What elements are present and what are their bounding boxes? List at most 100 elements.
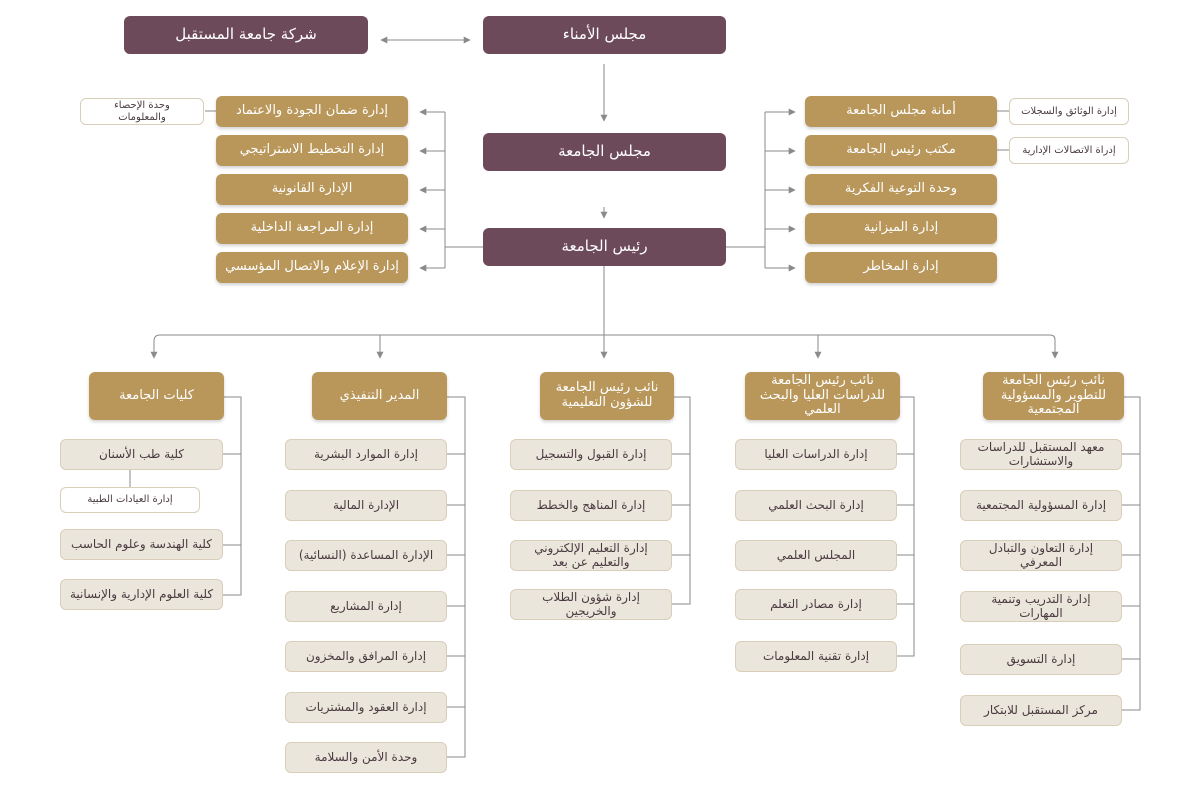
development-item-label: إدارة التعاون والتبادل المعرفي [988, 540, 1094, 569]
college-note-clinics[interactable]: إدارة العيادات الطبية [60, 487, 200, 513]
college-item-label: كلية طب الأسنان [98, 446, 185, 461]
right-note-label: إدارة الوثائق والسجلات [1021, 105, 1117, 117]
right-unit-3[interactable]: إدارة الميزانية [805, 213, 997, 244]
company-box[interactable]: شركة جامعة المستقبل [124, 16, 368, 54]
research-item-label: إدارة تقنية المعلومات [762, 648, 870, 663]
exec-item-1[interactable]: الإدارة المالية [285, 490, 447, 521]
exec-item-5[interactable]: إدارة العقود والمشتريات [285, 692, 447, 723]
education-item-label: إدارة المناهج والخطط [536, 497, 646, 512]
connector-line-30 [447, 396, 466, 758]
right-unit-1[interactable]: مكتب رئيس الجامعة [805, 135, 997, 166]
left-unit-0[interactable]: إدارة ضمان الجودة والاعتماد [216, 96, 408, 127]
research-item-0[interactable]: إدارة الدراسات العليا [735, 439, 897, 470]
connector-line-37 [672, 396, 691, 605]
right-unit-label: مكتب رئيس الجامعة [846, 142, 956, 158]
board-of-trustees-label: مجلس الأمناء [562, 25, 647, 44]
left-unit-1[interactable]: إدارة التخطيط الاستراتيجي [216, 135, 408, 166]
university-council-label: مجلس الجامعة [558, 142, 651, 161]
right-note-label: إدراة الاتصالات الإدارية [1022, 144, 1116, 156]
right-note-0[interactable]: إدارة الوثائق والسجلات [1009, 98, 1129, 125]
development-item-3[interactable]: إدارة التدريب وتنمية المهارات [960, 591, 1122, 622]
left-note-statistics[interactable]: وحدة الإحصاء والمعلومات [80, 98, 204, 125]
research-item-1[interactable]: إدارة البحث العلمي [735, 490, 897, 521]
university-president-box[interactable]: رئيس الجامعة [483, 228, 726, 266]
college-item-1[interactable]: كلية الهندسة وعلوم الحاسب [60, 529, 223, 560]
college-item-label: كلية الهندسة وعلوم الحاسب [71, 536, 212, 551]
development-item-label: معهد المستقبل للدراسات والاستشارات [977, 439, 1105, 468]
left-unit-label: إدارة المراجعة الداخلية [250, 220, 374, 236]
column-head-vp-development[interactable]: نائب رئيس الجامعة للتطوير والمسؤولية الم… [983, 372, 1124, 420]
college-note-label: إدارة العيادات الطبية [87, 494, 173, 506]
research-item-3[interactable]: إدارة مصادر التعلم [735, 589, 897, 620]
research-item-label: إدارة البحث العلمي [768, 497, 864, 512]
right-unit-label: إدارة المخاطر [863, 259, 939, 275]
exec-item-label: وحدة الأمن والسلامة [314, 749, 418, 764]
research-item-2[interactable]: المجلس العلمي [735, 540, 897, 571]
column-head-label: نائب رئيس الجامعة للشؤون التعليمية [555, 380, 659, 410]
right-unit-label: إدارة الميزانية [863, 220, 939, 236]
research-item-label: إدارة مصادر التعلم [770, 596, 862, 611]
development-item-1[interactable]: إدارة المسؤولية المجتمعية [960, 490, 1122, 521]
left-unit-4[interactable]: إدارة الإعلام والاتصال المؤسسي [216, 252, 408, 283]
right-unit-0[interactable]: أمانة مجلس الجامعة [805, 96, 997, 127]
column-head-colleges[interactable]: كليات الجامعة [89, 372, 224, 420]
left-unit-3[interactable]: إدارة المراجعة الداخلية [216, 213, 408, 244]
university-council-box[interactable]: مجلس الجامعة [483, 133, 726, 171]
board-of-trustees-box[interactable]: مجلس الأمناء [483, 16, 726, 54]
university-president-label: رئيس الجامعة [561, 237, 648, 256]
education-item-2[interactable]: إدارة التعليم الإلكتروني والتعليم عن بعد [510, 540, 672, 571]
column-head-vp-education[interactable]: نائب رئيس الجامعة للشؤون التعليمية [540, 372, 674, 420]
column-head-executive-director[interactable]: المدير التنفيذي [312, 372, 447, 420]
connector-line-46 [1122, 396, 1141, 711]
exec-item-6[interactable]: وحدة الأمن والسلامة [285, 742, 447, 773]
development-item-5[interactable]: مركز المستقبل للابتكار [960, 695, 1122, 726]
development-item-label: إدارة التسويق [1006, 651, 1076, 666]
education-item-3[interactable]: إدارة شؤون الطلاب والخريجين [510, 589, 672, 620]
right-note-1[interactable]: إدراة الاتصالات الإدارية [1009, 137, 1129, 164]
column-head-label: نائب رئيس الجامعة للدراسات العليا والبحث… [759, 372, 886, 418]
education-item-label: إدارة القبول والتسجيل [535, 446, 647, 461]
exec-item-label: الإدارة المالية [332, 497, 400, 512]
college-item-0[interactable]: كلية طب الأسنان [60, 439, 223, 470]
development-item-label: مركز المستقبل للابتكار [984, 702, 1098, 717]
education-item-label: إدارة شؤون الطلاب والخريجين [542, 589, 640, 618]
education-item-1[interactable]: إدارة المناهج والخطط [510, 490, 672, 521]
exec-item-3[interactable]: إدارة المشاريع [285, 591, 447, 622]
column-head-label: نائب رئيس الجامعة للتطوير والمسؤولية الم… [1000, 372, 1107, 418]
column-head-label: كليات الجامعة [119, 387, 194, 403]
left-unit-label: الإدارة القانونية [271, 181, 353, 197]
left-unit-label: إدارة التخطيط الاستراتيجي [239, 142, 385, 158]
left-unit-2[interactable]: الإدارة القانونية [216, 174, 408, 205]
research-item-label: إدارة الدراسات العليا [764, 446, 868, 461]
development-item-2[interactable]: إدارة التعاون والتبادل المعرفي [960, 540, 1122, 571]
column-head-label: المدير التنفيذي [339, 387, 420, 403]
connector-line-26 [223, 396, 242, 596]
exec-item-label: الإدارة المساعدة (النسائية) [298, 547, 434, 562]
right-unit-2[interactable]: وحدة التوعية الفكرية [805, 174, 997, 205]
development-item-4[interactable]: إدارة التسويق [960, 644, 1122, 675]
left-unit-label: إدارة الإعلام والاتصال المؤسسي [225, 259, 399, 275]
development-item-label: إدارة التدريب وتنمية المهارات [991, 591, 1091, 620]
education-item-0[interactable]: إدارة القبول والتسجيل [510, 439, 672, 470]
connector-line-41 [897, 396, 915, 657]
education-item-label: إدارة التعليم الإلكتروني والتعليم عن بعد [534, 540, 648, 569]
development-item-label: إدارة المسؤولية المجتمعية [975, 497, 1107, 512]
exec-item-label: إدارة المرافق والمخزون [305, 648, 427, 663]
exec-item-0[interactable]: إدارة الموارد البشرية [285, 439, 447, 470]
company-label: شركة جامعة المستقبل [175, 25, 317, 44]
college-item-label: كلية العلوم الإدارية والإنسانية [69, 586, 214, 601]
development-item-0[interactable]: معهد المستقبل للدراسات والاستشارات [960, 439, 1122, 470]
college-item-2[interactable]: كلية العلوم الإدارية والإنسانية [60, 579, 223, 610]
exec-item-4[interactable]: إدارة المرافق والمخزون [285, 641, 447, 672]
right-unit-label: أمانة مجلس الجامعة [846, 103, 956, 119]
connector-line-22 [160, 334, 1059, 359]
connector-line-23 [150, 334, 161, 359]
right-unit-4[interactable]: إدارة المخاطر [805, 252, 997, 283]
exec-item-2[interactable]: الإدارة المساعدة (النسائية) [285, 540, 447, 571]
left-note-label: وحدة الإحصاء والمعلومات [114, 100, 170, 123]
left-unit-label: إدارة ضمان الجودة والاعتماد [235, 103, 389, 119]
column-head-vp-research[interactable]: نائب رئيس الجامعة للدراسات العليا والبحث… [745, 372, 900, 420]
research-item-4[interactable]: إدارة تقنية المعلومات [735, 641, 897, 672]
right-unit-label: وحدة التوعية الفكرية [844, 181, 958, 197]
